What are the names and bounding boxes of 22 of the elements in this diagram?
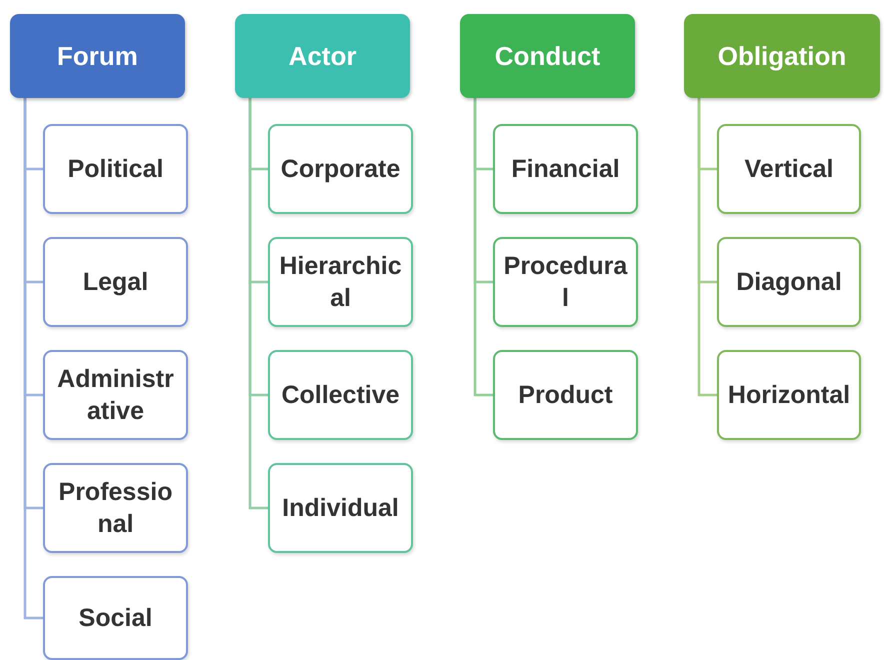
category-header: Actor (235, 14, 410, 98)
connector-line (698, 98, 717, 396)
category-header: Obligation (684, 14, 880, 98)
category-header: Conduct (460, 14, 635, 98)
category-box: Diagonal (717, 237, 861, 327)
category-box: Individual (268, 463, 413, 553)
category-box: Collective (268, 350, 413, 440)
category-box: Professional (43, 463, 188, 553)
connector-line (474, 98, 493, 396)
category-box: Product (493, 350, 638, 440)
category-box: Social (43, 576, 188, 660)
category-box: Financial (493, 124, 638, 214)
category-header: Forum (10, 14, 185, 98)
category-box: Hierarchical (268, 237, 413, 327)
category-box: Political (43, 124, 188, 214)
category-box: Procedural (493, 237, 638, 327)
category-box: Corporate (268, 124, 413, 214)
connector-line (248, 98, 268, 510)
category-box: Horizontal (717, 350, 861, 440)
category-box: Administrative (43, 350, 188, 440)
category-box: Legal (43, 237, 188, 327)
category-box: Vertical (717, 124, 861, 214)
